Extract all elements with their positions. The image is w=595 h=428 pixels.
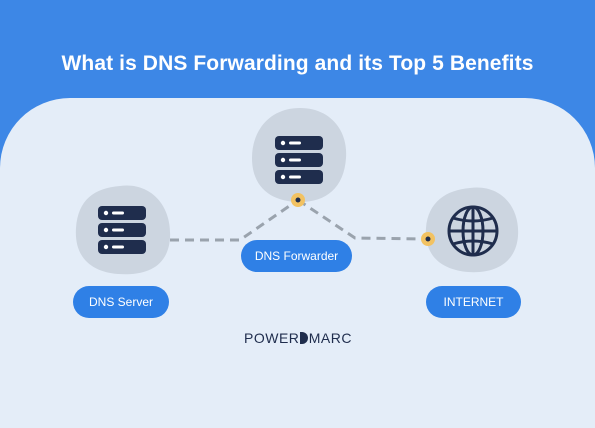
logo-text-left: POWER [244,330,300,346]
server-stack-icon [98,206,146,254]
connector-dot [291,193,305,207]
page-title: What is DNS Forwarding and its Top 5 Ben… [61,52,534,75]
internet-label: INTERNET [426,286,521,318]
connector-forwarder-to-internet [297,198,429,241]
connector-server-to-forwarder [170,198,299,242]
logo-d-mark [300,332,308,344]
dns-server-label: DNS Server [73,286,169,318]
connector-dot [421,232,435,246]
server-stack-icon [275,136,323,184]
logo-text-right: MARC [308,330,352,346]
dns-forwarder-label: DNS Forwarder [241,240,352,272]
globe-icon [447,205,499,257]
powerdmarc-logo: POWER MARC [244,330,352,346]
dns-forwarding-diagram [75,108,519,275]
